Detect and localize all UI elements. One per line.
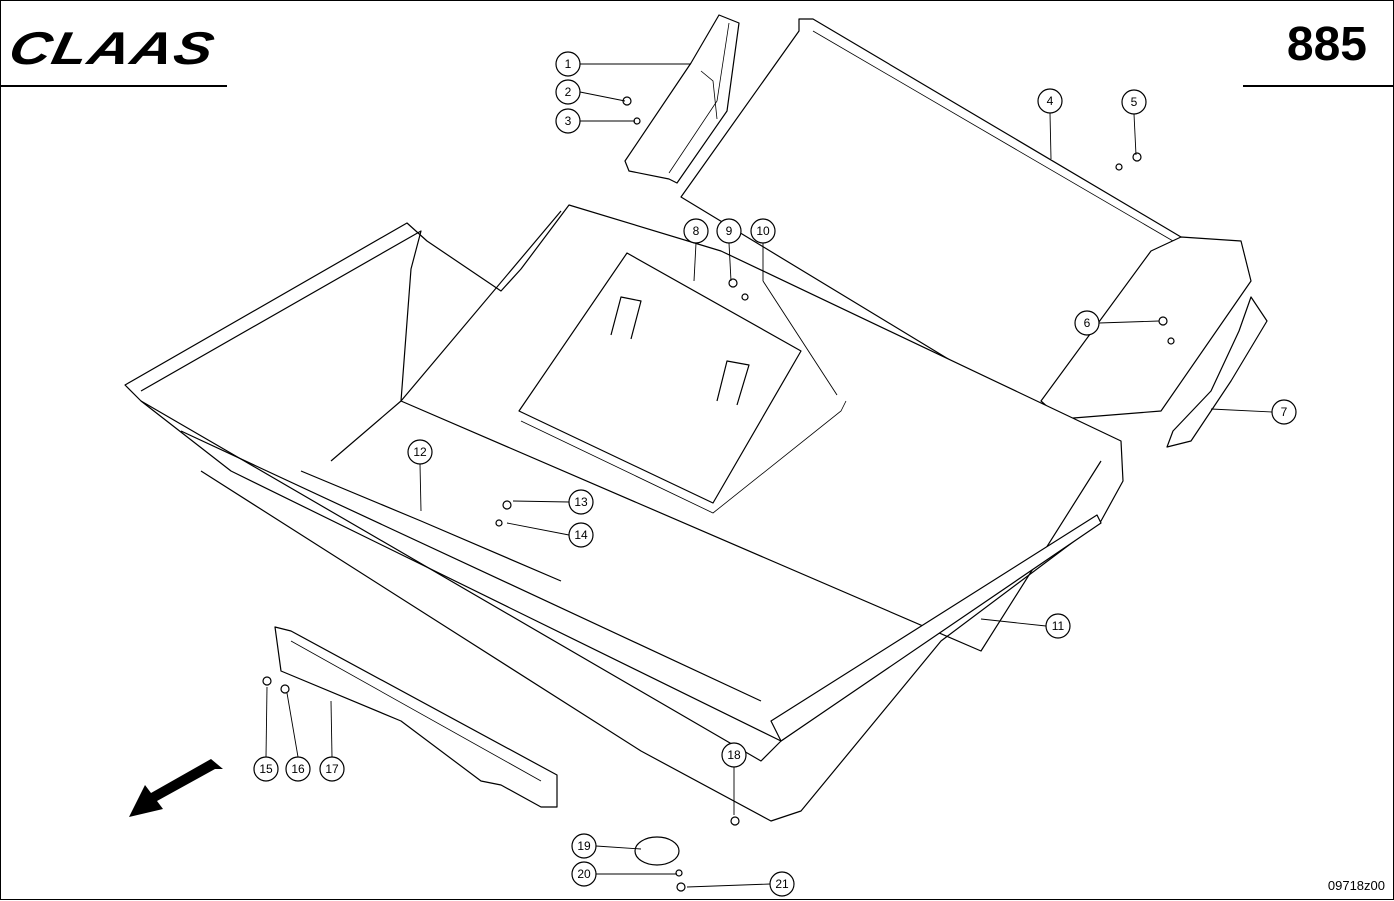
callout-10: 10	[750, 218, 776, 244]
svg-text:18: 18	[727, 748, 741, 762]
page-number: 885	[1286, 18, 1367, 71]
svg-text:20: 20	[577, 867, 591, 881]
svg-text:17: 17	[325, 762, 339, 776]
svg-text:2: 2	[565, 85, 572, 99]
callout-7: 7	[1271, 399, 1297, 425]
svg-text:19: 19	[577, 839, 591, 853]
callout-2: 2	[555, 79, 581, 105]
callout-18: 18	[721, 742, 747, 768]
part-main-trough	[124, 204, 1124, 822]
callout-1: 1	[555, 51, 581, 77]
svg-text:10: 10	[756, 224, 770, 238]
callout-5: 5	[1121, 89, 1147, 115]
svg-text:1: 1	[565, 57, 572, 71]
callout-11: 11	[1045, 613, 1071, 639]
svg-text:16: 16	[291, 762, 305, 776]
svg-text:8: 8	[693, 224, 700, 238]
callout-14: 14	[568, 522, 594, 548]
callout-6: 6	[1074, 310, 1100, 336]
svg-text:11: 11	[1052, 619, 1065, 633]
svg-text:3: 3	[565, 114, 572, 128]
svg-text:5: 5	[1131, 95, 1138, 109]
svg-text:14: 14	[574, 528, 588, 542]
callout-4: 4	[1037, 88, 1063, 114]
hardware-marks	[262, 96, 1175, 892]
callout-layer: 1 2 3 4 5 6 7 8 9 10 11 12 13 14 15 16 1…	[253, 51, 1297, 897]
callout-13: 13	[568, 489, 594, 515]
callout-15: 15	[253, 756, 279, 782]
part-bracket-1	[624, 14, 740, 184]
part-bracket-17	[274, 626, 558, 808]
header-rule-left	[1, 85, 227, 87]
callout-19: 19	[571, 833, 597, 859]
callout-3: 3	[555, 108, 581, 134]
header-rule-right	[1243, 85, 1394, 87]
callout-20: 20	[571, 861, 597, 887]
callout-9: 9	[716, 218, 742, 244]
svg-text:4: 4	[1047, 94, 1054, 108]
callout-8: 8	[683, 218, 709, 244]
svg-text:13: 13	[574, 495, 588, 509]
drawing-id: 09718z00	[1327, 878, 1385, 893]
svg-text:9: 9	[726, 224, 733, 238]
part-rail-11	[770, 514, 1102, 742]
callout-12: 12	[407, 439, 433, 465]
svg-text:12: 12	[413, 445, 427, 459]
svg-text:21: 21	[775, 877, 789, 891]
callout-17: 17	[319, 756, 345, 782]
callout-16: 16	[285, 756, 311, 782]
callout-21: 21	[769, 871, 795, 897]
svg-text:15: 15	[259, 762, 273, 776]
direction-arrow-icon	[129, 759, 223, 817]
part-side-panel	[1040, 236, 1268, 448]
svg-text:6: 6	[1084, 316, 1091, 330]
svg-text:7: 7	[1281, 405, 1288, 419]
callout-leaders	[265, 63, 1273, 888]
part-lid-8	[518, 252, 847, 514]
